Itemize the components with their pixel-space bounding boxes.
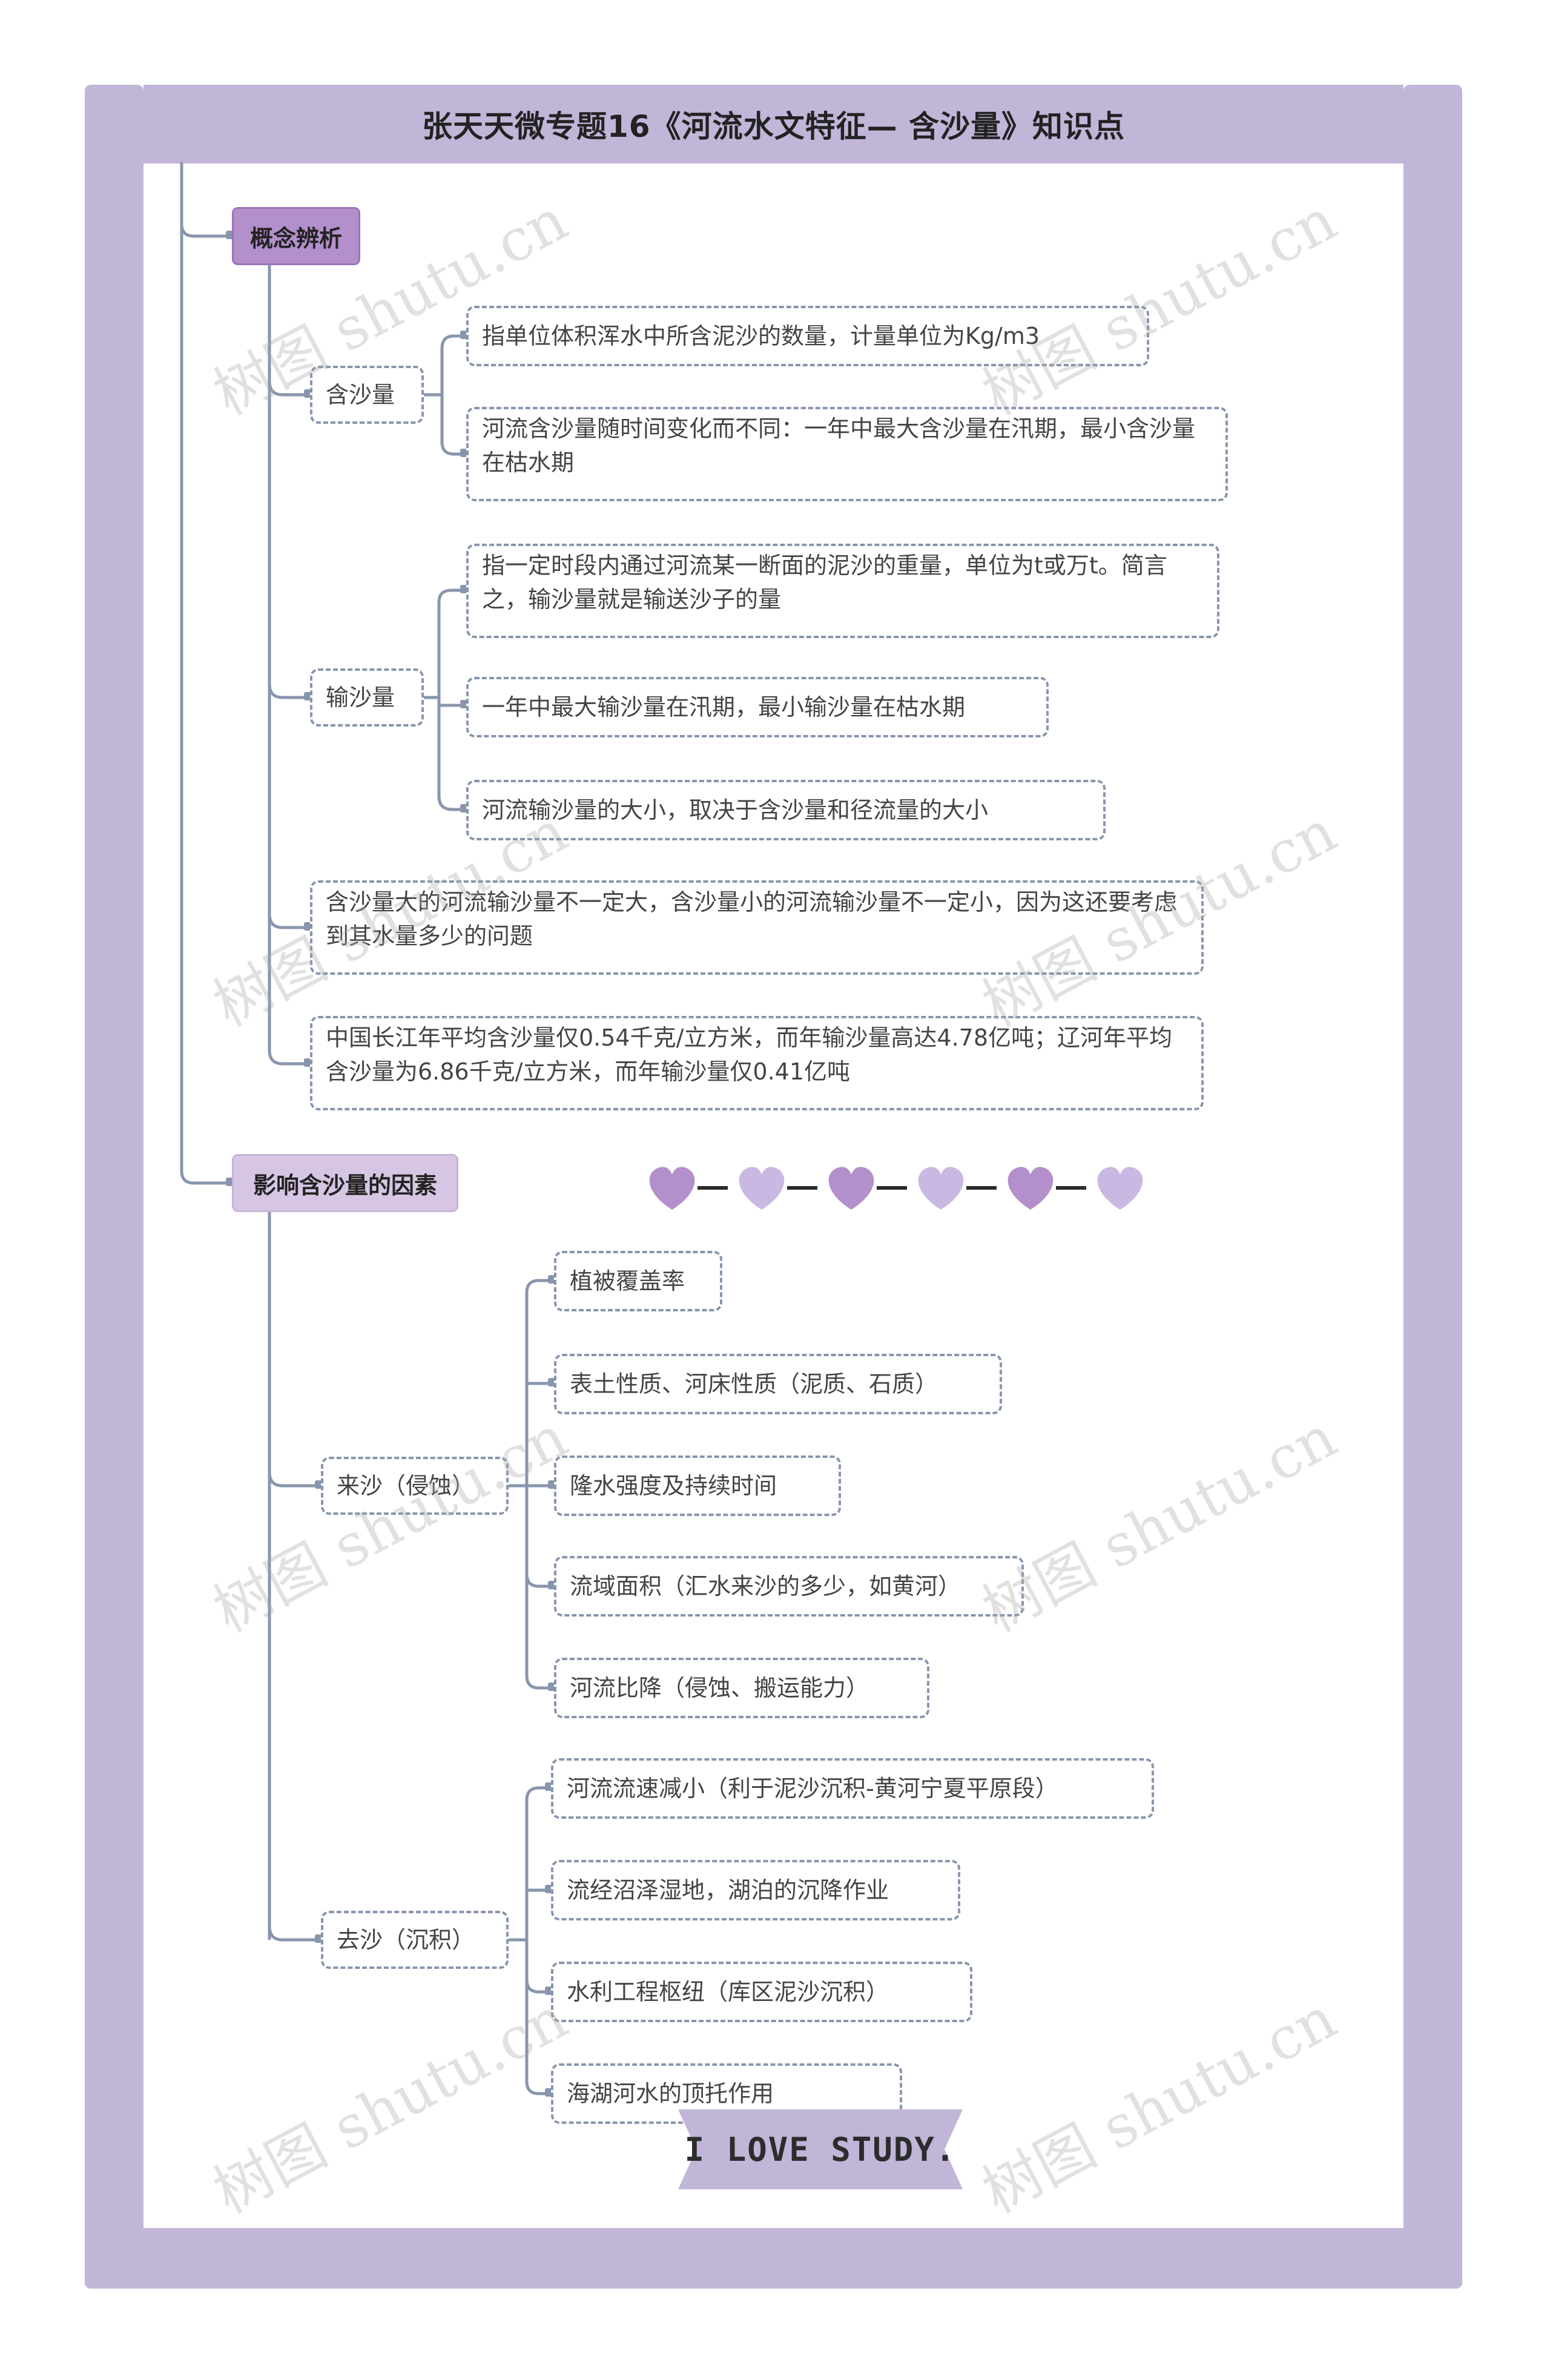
heart-icon: [918, 1167, 964, 1210]
section-concept[interactable]: 概念辨析: [232, 207, 360, 265]
section-factors[interactable]: 影响含沙量的因素: [232, 1154, 458, 1212]
node-shusha-factor[interactable]: 河流输沙量的大小，取决于含沙量和径流量的大小: [466, 780, 1106, 840]
heart-icon: [1097, 1167, 1143, 1210]
love-study-banner: I LOVE STUDY.: [678, 2109, 963, 2189]
node-hansha-season[interactable]: 河流含沙量随时间变化而不同：一年中最大含沙量在汛期，最小含沙量在枯水期: [466, 407, 1228, 501]
node-laisha-soil[interactable]: 表土性质、河床性质（泥质、石质）: [554, 1354, 1002, 1414]
node-qusha-hydro[interactable]: 水利工程枢纽（库区泥沙沉积）: [551, 1962, 972, 2022]
node-laisha-rain[interactable]: 隆水强度及持续时间: [554, 1455, 841, 1516]
node-qusha-velocity[interactable]: 河流流速减小（利于泥沙沉积-黄河宁夏平原段）: [551, 1758, 1154, 1819]
heart-icon: [828, 1167, 874, 1210]
node-hansha[interactable]: 含沙量: [310, 366, 424, 424]
heart-icon: [1008, 1167, 1054, 1210]
heart-icon: [739, 1167, 785, 1210]
node-shusha[interactable]: 输沙量: [310, 668, 424, 727]
node-shusha-def[interactable]: 指一定时段内通过河流某一断面的泥沙的重量，单位为t或万t。简言之，输沙量就是输送…: [466, 544, 1219, 638]
page-title: 张天天微专题16《河流水文特征— 含沙量》知识点: [422, 109, 1125, 144]
node-note-relation[interactable]: 含沙量大的河流输沙量不一定大，含沙量小的河流输沙量不一定小，因为这还要考虑到其水…: [310, 880, 1204, 975]
frame-right-bar: [1403, 85, 1462, 2289]
frame-bottom-bar: [85, 2228, 1462, 2289]
node-hansha-def[interactable]: 指单位体积浑水中所含泥沙的数量，计量单位为Kg/m3: [466, 306, 1149, 366]
banner-text: I LOVE STUDY.: [684, 2130, 957, 2169]
node-laisha-vegetation[interactable]: 植被覆盖率: [554, 1251, 722, 1311]
title-bar: [143, 85, 1403, 163]
node-shusha-season[interactable]: 一年中最大输沙量在汛期，最小输沙量在枯水期: [466, 677, 1049, 737]
hearts-decoration: [649, 1167, 1143, 1210]
node-laisha-gradient[interactable]: 河流比降（侵蚀、搬运能力）: [554, 1658, 929, 1718]
frame-left-bar: [85, 85, 143, 2289]
node-laisha[interactable]: 来沙（侵蚀）: [321, 1457, 509, 1515]
node-laisha-area[interactable]: 流域面积（汇水来沙的多少，如黄河）: [554, 1556, 1024, 1617]
node-note-example[interactable]: 中国长江年平均含沙量仅0.54千克/立方米，而年输沙量高达4.78亿吨；辽河年平…: [310, 1016, 1204, 1110]
heart-icon: [649, 1167, 695, 1210]
node-qusha-wetland[interactable]: 流经沼泽湿地，湖泊的沉降作业: [551, 1860, 960, 1920]
node-qusha[interactable]: 去沙（沉积）: [321, 1911, 509, 1969]
